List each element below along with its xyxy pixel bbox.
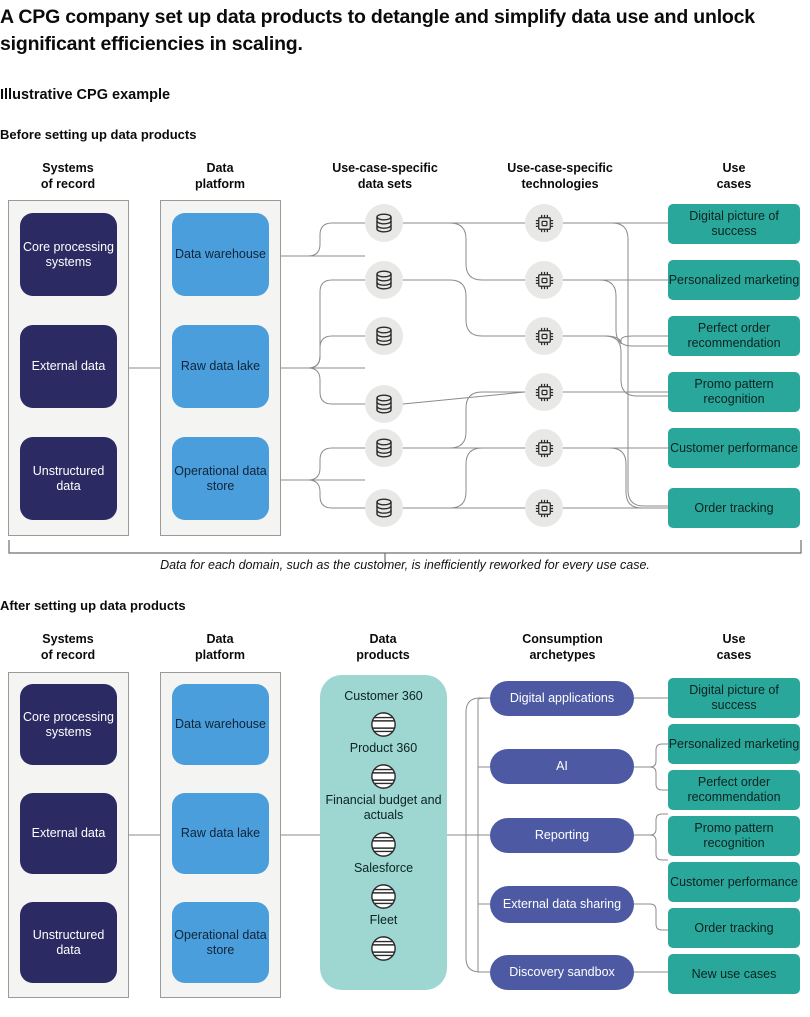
node-data-warehouse-after[interactable]: Data warehouse — [172, 684, 269, 765]
page-subtitle: Illustrative CPG example — [0, 87, 171, 103]
col-header-line1: Use-case-specific — [332, 161, 438, 175]
archetype-discovery-sandbox[interactable]: Discovery sandbox — [490, 955, 634, 990]
node-core-processing-systems-after[interactable]: Core processing systems — [20, 684, 117, 765]
section-label-before: Before setting up data products — [0, 127, 197, 142]
col-header-use-cases-after: Use cases — [668, 631, 800, 663]
node-raw-data-lake-after[interactable]: Raw data lake — [172, 793, 269, 874]
page-title: A CPG company set up data products to de… — [0, 6, 755, 55]
col-header-line2: of record — [40, 177, 96, 191]
archetype-ai[interactable]: AI — [490, 749, 634, 784]
database-icon — [365, 261, 403, 299]
use-case-personalized-marketing-before[interactable]: Personalized marketing — [668, 260, 800, 300]
data-product-fleet[interactable]: Fleet — [369, 913, 398, 927]
use-case-personalized-marketing-after[interactable]: Personalized marketing — [668, 724, 800, 764]
before-caption: Data for each domain, such as the custom… — [160, 558, 650, 572]
node-unstructured-data-before[interactable]: Unstructured data — [20, 437, 117, 520]
use-case-customer-performance-before[interactable]: Customer performance — [668, 428, 800, 468]
use-case-customer-performance-after[interactable]: Customer performance — [668, 862, 800, 902]
use-case-promo-pattern-recognition-after[interactable]: Promo pattern recognition — [668, 816, 800, 856]
archetype-reporting[interactable]: Reporting — [490, 818, 634, 853]
col-header-data-platform-after: Data platform — [160, 631, 280, 663]
col-header-line1: Systems — [42, 632, 94, 646]
col-header-line2: of record — [40, 648, 96, 662]
archetype-external-data-sharing[interactable]: External data sharing — [490, 886, 634, 923]
col-header-line1: Data — [206, 632, 234, 646]
col-header-data-platform-before: Data platform — [160, 160, 280, 192]
data-product-salesforce[interactable]: Salesforce — [353, 861, 414, 875]
col-header-line2: cases — [716, 177, 752, 191]
chip-icon — [525, 261, 563, 299]
archetype-digital-applications[interactable]: Digital applications — [490, 681, 634, 716]
col-header-line1: Data — [206, 161, 234, 175]
database-icon — [365, 317, 403, 355]
col-header-consumption-archetypes-after: Consumption archetypes — [485, 631, 640, 663]
col-header-line2: platform — [195, 177, 245, 191]
sphere-icon — [368, 761, 399, 797]
use-case-digital-picture-of-success-after[interactable]: Digital picture of success — [668, 678, 800, 718]
node-operational-data-store-after[interactable]: Operational data store — [172, 902, 269, 983]
col-header-line1: Use — [722, 161, 746, 175]
database-icon — [365, 385, 403, 423]
col-header-data-sets-before: Use-case-specific data sets — [315, 160, 455, 192]
col-header-line1: Use-case-specific — [507, 161, 613, 175]
use-case-new-use-cases-after[interactable]: New use cases — [668, 954, 800, 994]
col-header-technologies-before: Use-case-specific technologies — [480, 160, 640, 192]
node-raw-data-lake-before[interactable]: Raw data lake — [172, 325, 269, 408]
database-icon — [365, 429, 403, 467]
node-external-data-after[interactable]: External data — [20, 793, 117, 874]
chip-icon — [525, 429, 563, 467]
section-label-after: After setting up data products — [0, 598, 186, 613]
sphere-icon — [368, 829, 399, 865]
col-header-line1: Data — [369, 632, 397, 646]
database-icon — [365, 204, 403, 242]
node-unstructured-data-after[interactable]: Unstructured data — [20, 902, 117, 983]
sphere-icon — [368, 881, 399, 917]
col-header-line2: platform — [195, 648, 245, 662]
col-header-line1: Use — [722, 632, 746, 646]
col-header-line2: archetypes — [529, 648, 596, 662]
use-case-perfect-order-recommendation-after[interactable]: Perfect order recommendation — [668, 770, 800, 810]
col-header-systems-of-record-before: Systems of record — [8, 160, 128, 192]
chip-icon — [525, 373, 563, 411]
use-case-order-tracking-before[interactable]: Order tracking — [668, 488, 800, 528]
use-case-perfect-order-recommendation-before[interactable]: Perfect order recommendation — [668, 316, 800, 356]
data-product-product-360[interactable]: Product 360 — [349, 741, 418, 755]
chip-icon — [525, 204, 563, 242]
use-case-promo-pattern-recognition-before[interactable]: Promo pattern recognition — [668, 372, 800, 412]
chip-icon — [525, 317, 563, 355]
database-icon — [365, 489, 403, 527]
col-header-use-cases-before: Use cases — [668, 160, 800, 192]
data-product-financial-budget-and-actuals[interactable]: Financial budget and actuals — [325, 793, 442, 822]
sphere-icon — [368, 709, 399, 745]
col-header-systems-of-record-after: Systems of record — [8, 631, 128, 663]
col-header-data-products-after: Data products — [318, 631, 448, 663]
node-external-data-before[interactable]: External data — [20, 325, 117, 408]
col-header-line2: cases — [716, 648, 752, 662]
col-header-line1: Consumption — [522, 632, 603, 646]
col-header-line2: products — [356, 648, 410, 662]
node-operational-data-store-before[interactable]: Operational data store — [172, 437, 269, 520]
col-header-line2: data sets — [357, 177, 413, 191]
use-case-digital-picture-of-success-before[interactable]: Digital picture of success — [668, 204, 800, 244]
chip-icon — [525, 489, 563, 527]
col-header-line2: technologies — [521, 177, 599, 191]
col-header-line1: Systems — [42, 161, 94, 175]
node-core-processing-systems-before[interactable]: Core processing systems — [20, 213, 117, 296]
data-product-customer-360[interactable]: Customer 360 — [344, 689, 423, 703]
use-case-order-tracking-after[interactable]: Order tracking — [668, 908, 800, 948]
sphere-icon — [368, 933, 399, 969]
node-data-warehouse-before[interactable]: Data warehouse — [172, 213, 269, 296]
